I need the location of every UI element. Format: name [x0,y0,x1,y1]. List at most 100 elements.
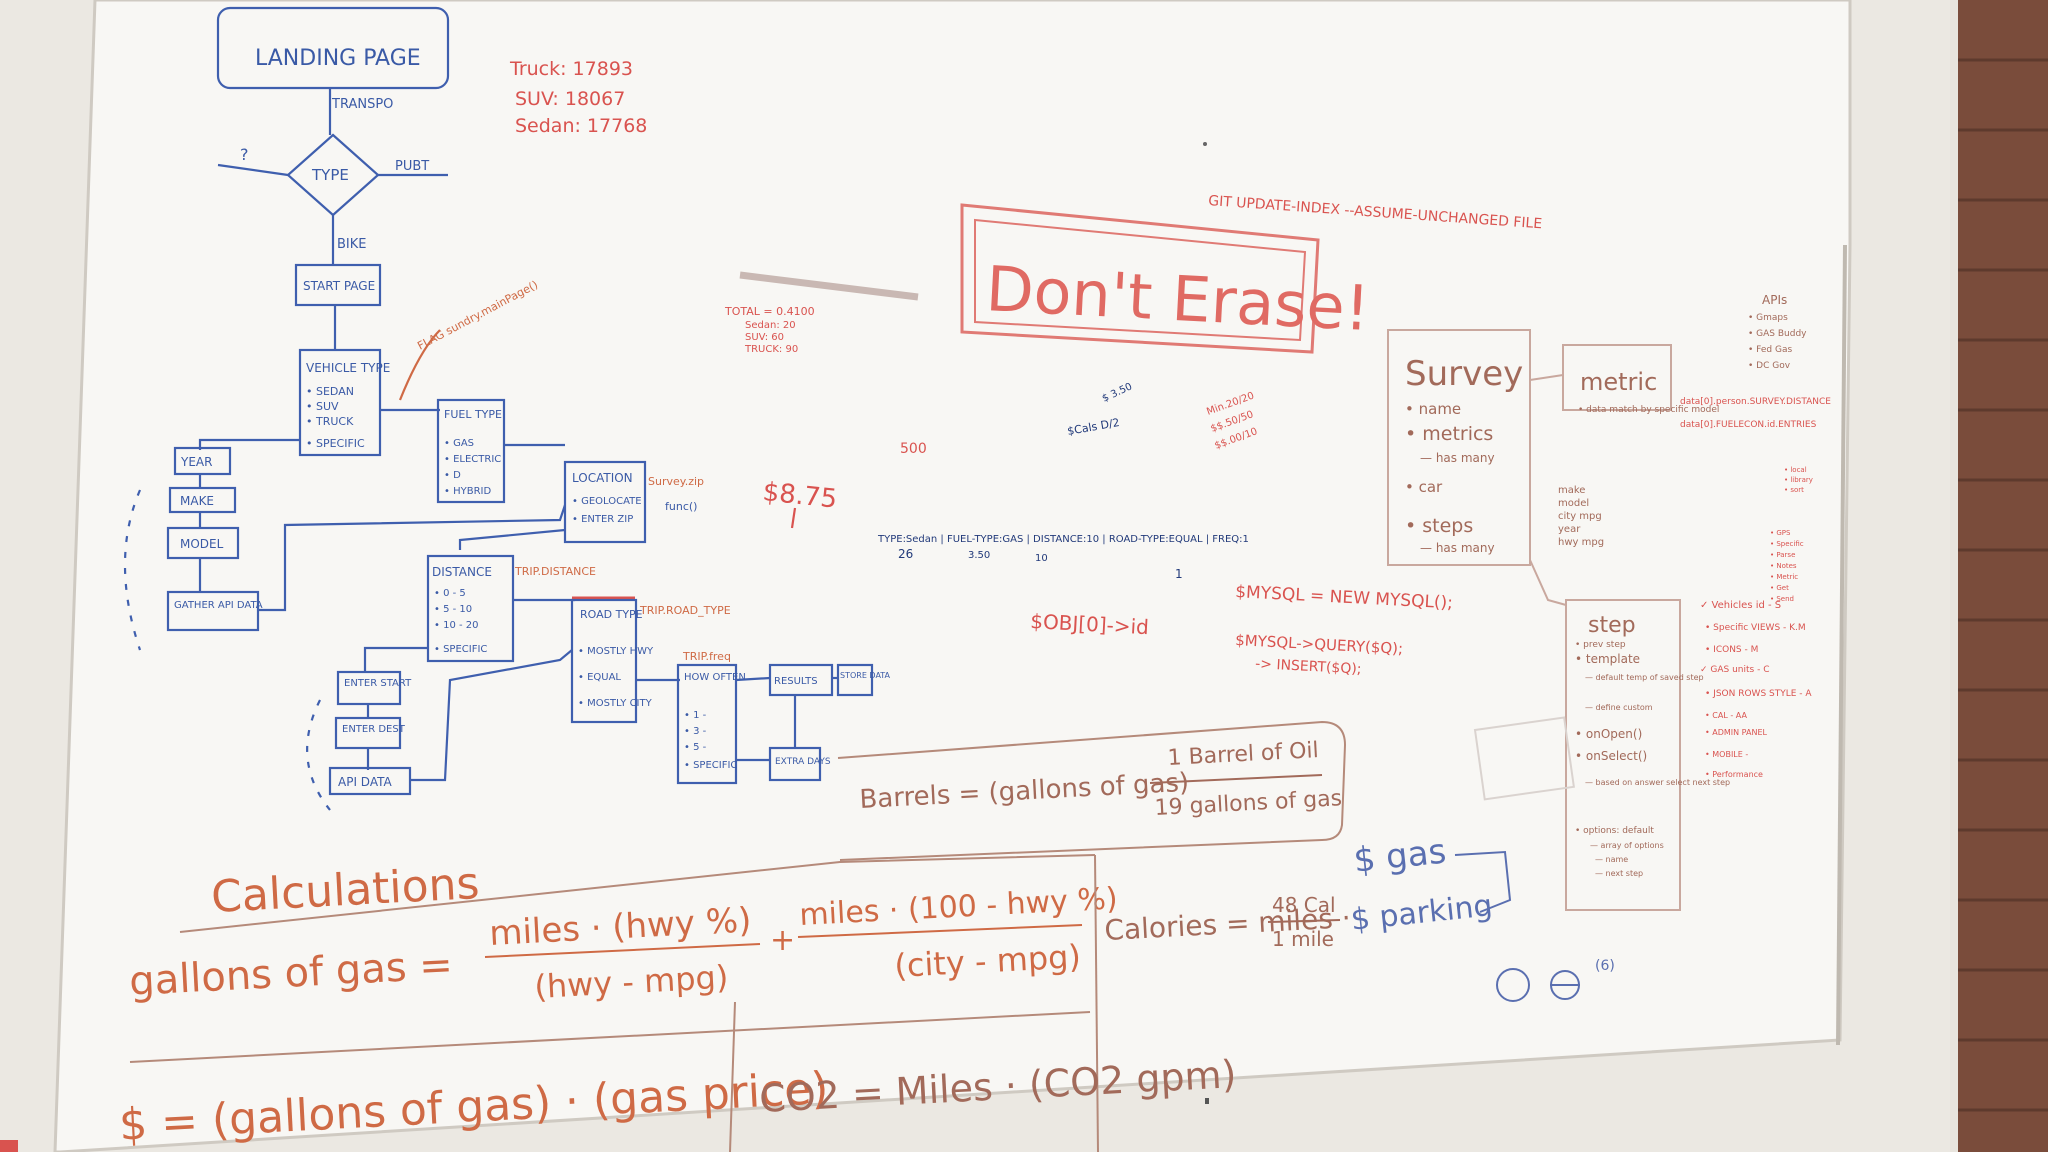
vehicle-item-truck: • TRUCK [306,415,354,428]
row-val-1: 26 [898,547,913,561]
eraser-mark [739,271,919,301]
vehicle-item-sedan: • SEDAN [306,385,354,398]
survey-item-has-many-1: — has many [1420,451,1495,465]
fuel-type-label: FUEL TYPE [444,408,502,421]
data-line-0: data[0].person.SURVEY.DISTANCE [1680,397,1831,407]
todo-6: • ADMIN PANEL [1705,728,1768,737]
start-page-label: START PAGE [303,279,375,293]
year-box [173,446,232,476]
step-item-8: — array of options [1590,841,1664,850]
year-label: YEAR [180,455,212,469]
step-item-4: • onOpen() [1575,727,1642,741]
api-data-label: API DATA [338,775,393,789]
vehicle-type-box [298,348,382,457]
survey-box [1387,329,1531,566]
enter-dest-label: ENTER DEST [342,724,406,735]
gather-api-label: GATHER API DATA [174,600,263,611]
small-symbol-label: (6) [1595,958,1615,974]
trip-road-note: TRIP.ROAD_TYPE [639,604,731,617]
unknown-label: ? [240,145,249,164]
survey-item-car: • car [1405,478,1443,496]
suv-note: SUV: 18067 [515,88,625,110]
total-note: TOTAL = 0.4100 [724,305,815,318]
results-box [768,663,834,697]
fuel-item-hybrid: • HYBRID [444,486,491,497]
small-note2-4: • Metric [1770,573,1798,581]
car-item-model: model [1558,498,1589,509]
step-item-6: — based on answer select next step [1585,778,1730,787]
road-item-equal: • EQUAL [578,672,621,683]
survey-title: Survey [1405,354,1523,394]
landing-page-label: LANDING PAGE [255,46,421,71]
survey-item-metrics: • metrics [1405,423,1493,445]
often-item-3: • 3 - [684,726,707,737]
enter-start-label: ENTER START [344,678,412,689]
todo-4: • JSON ROWS STYLE - A [1705,689,1812,699]
fuel-item-gas: • GAS [444,438,474,449]
calories-denominator: 1 mile [1272,927,1334,951]
make-box [168,486,237,514]
how-often-box [676,663,738,785]
step-item-7: • options: default [1575,826,1654,836]
todo-1: • Specific VIEWS - K.M [1705,623,1806,633]
step-item-2: — default temp of saved step [1585,673,1704,682]
model-box [166,526,240,560]
car-item-hwy-mpg: hwy mpg [1558,537,1604,548]
todo-0: ✓ Vehicles id - S [1700,600,1781,611]
plus-sign: + [770,923,795,958]
vehicle-item-specific: • SPECIFIC [306,437,365,450]
road-item-hwy: • MOSTLY HWY [578,646,654,657]
row-val-2: 3.50 [968,550,990,561]
todo-5: • CAL - AA [1705,711,1747,720]
small-note2-3: • Notes [1770,562,1797,570]
survey-item-steps: • steps [1405,515,1473,537]
metric-title: metric [1580,368,1657,396]
step-item-5: • onSelect() [1575,749,1647,763]
distance-item-5-10: • 5 - 10 [434,604,472,615]
todo-3: ✓ GAS units - C [1700,665,1770,675]
small-note-0: • local [1784,466,1807,474]
todo-7: • MOBILE - [1705,750,1748,759]
small-note2-5: • Get [1770,584,1789,592]
type-label: TYPE [311,166,349,184]
survey-item-has-many-2: — has many [1420,541,1495,555]
extra-days-label: EXTRA DAYS [775,757,831,767]
fuel-type-box [436,398,506,504]
make-label: MAKE [180,494,214,508]
dont-erase-box [960,203,1320,354]
board-edge [1836,244,1847,1046]
distance-box [426,554,515,663]
barrels-box [837,720,1347,861]
vehicle-item-suv: • SUV [306,400,339,413]
step-item-0: • prev step [1575,640,1626,650]
distance-item-specific: • SPECIFIC [434,644,487,655]
road-type-label: ROAD TYPE [580,608,643,621]
location-item-geolocate: • GEOLOCATE [572,496,642,507]
step-item-9: — name [1595,855,1628,864]
trip-distance-note: TRIP.DISTANCE [514,565,596,578]
how-often-label: HOW OFTEN [684,672,746,683]
api-item-1: • GAS Buddy [1748,329,1807,339]
location-box [563,460,647,544]
truck-note: Truck: 17893 [509,58,633,80]
step-item-1: • template [1575,652,1640,666]
survey-zip-note: Survey.zip [648,475,704,488]
circle-symbol [1496,968,1530,1002]
small-note2-6: • Send [1770,595,1794,603]
row-val-4: 1 [1175,567,1183,581]
brick-wall [1958,0,2048,1152]
small-note-2: • sort [1784,486,1804,494]
small-note-1: • library [1784,476,1813,484]
board-dot [1203,142,1207,146]
often-item-specific: • SPECIFIC [684,760,737,771]
distance-item-0-5: • 0 - 5 [434,588,466,599]
calories-numerator: 48 Cal [1272,893,1336,917]
publ-label: PUBT [395,159,429,174]
vehicle-type-label: VEHICLE TYPE [306,361,390,375]
step-title: step [1588,613,1636,638]
data-line-1: data[0].FUELECON.id.ENTRIES [1680,420,1817,430]
metric-box [1562,344,1672,411]
step-box [1565,599,1681,911]
location-item-zip: • ENTER ZIP [572,514,633,525]
survey-item-name: • name [1405,400,1461,418]
